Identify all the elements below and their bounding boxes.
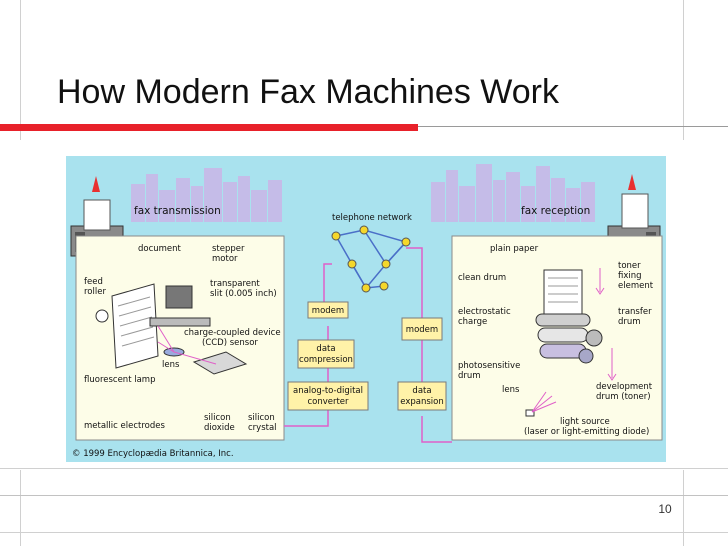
- development-drum-label-1: development: [596, 382, 653, 392]
- fluorescent-lamp-label: fluorescent lamp: [84, 375, 155, 385]
- toner-label-3: element: [618, 281, 654, 291]
- feed-label: feed: [84, 277, 103, 287]
- development-drum-label-2: drum (toner): [596, 392, 651, 402]
- toner-label-1: toner: [618, 261, 641, 271]
- modem-left-box: [307, 301, 349, 319]
- lens-label-right: lens: [502, 385, 520, 395]
- grid-line: [20, 0, 21, 140]
- network-nodes: [331, 225, 411, 293]
- metallic-electrodes-label: metallic electrodes: [84, 421, 165, 431]
- skyline-left: [131, 168, 282, 222]
- data-compression-box: [297, 339, 355, 369]
- scanner-mechanism: [95, 283, 248, 375]
- stepper-label: stepper: [212, 244, 245, 254]
- skyline-right: [431, 164, 595, 222]
- ccd-label-1: charge-coupled device: [184, 328, 281, 338]
- electrostatic-label-2: charge: [458, 317, 487, 327]
- analog-to-digital-box: [287, 381, 369, 411]
- transfer-drum-label-1: transfer: [618, 307, 652, 317]
- toner-label-2: fixing: [618, 271, 642, 281]
- data-expansion-label-1: data: [412, 386, 431, 396]
- fax-reception-label: fax reception: [521, 205, 590, 217]
- adc-label-2: converter: [307, 397, 349, 407]
- document-label: document: [138, 244, 182, 254]
- motor-label: motor: [212, 254, 238, 264]
- lens-label-left: lens: [162, 360, 180, 370]
- fax-diagram-svg: fax transmission fax reception telephone…: [70, 164, 663, 459]
- electrostatic-label-1: electrostatic: [458, 307, 511, 317]
- footer-rule: [0, 495, 728, 496]
- copyright-notice: © 1999 Encyclopædia Britannica, Inc.: [72, 449, 234, 459]
- grid-line: [0, 468, 728, 469]
- silicon-dioxide-label-1: silicon: [204, 413, 231, 423]
- data-expansion-label-2: expansion: [400, 397, 443, 407]
- transparent-label: transparent: [210, 279, 260, 289]
- photosensitive-label-1: photosensitive: [458, 361, 520, 371]
- fax-diagram: fax transmission fax reception telephone…: [66, 156, 666, 462]
- data-expansion-box: [397, 381, 447, 411]
- slit-label: slit (0.005 inch): [210, 289, 277, 299]
- modem-left-label: modem: [312, 306, 344, 316]
- modem-right-label: modem: [406, 325, 438, 335]
- page-number: 10: [658, 502, 672, 516]
- fax-transmission-label: fax transmission: [134, 205, 221, 217]
- transfer-drum-label-2: drum: [618, 317, 641, 327]
- signal-flow-lines: [284, 247, 452, 443]
- plain-paper-label: plain paper: [490, 244, 539, 254]
- data-compression-label-2: compression: [299, 355, 353, 365]
- title-rule: [418, 126, 728, 127]
- data-compression-label-1: data: [316, 344, 335, 354]
- roller-label: roller: [84, 287, 106, 297]
- silicon-dioxide-label-2: dioxide: [204, 423, 235, 433]
- transmission-panel: [75, 235, 285, 441]
- grid-line: [683, 0, 684, 140]
- printer-mechanism: [525, 268, 617, 417]
- silicon-crystal-label-1: silicon: [248, 413, 275, 423]
- light-source-label-1: light source: [560, 417, 610, 427]
- telephone-network-label: telephone network: [332, 213, 412, 223]
- grid-line: [683, 470, 684, 546]
- silicon-crystal-label-2: crystal: [248, 423, 277, 433]
- adc-label-1: analog-to-digital: [293, 386, 363, 396]
- light-source-label-2: (laser or light-emitting diode): [524, 427, 649, 437]
- ccd-label-2: (CCD) sensor: [202, 338, 258, 348]
- clean-drum-label: clean drum: [458, 273, 506, 283]
- grid-line: [20, 470, 21, 546]
- telephone-network-graph: [335, 229, 408, 290]
- grid-line: [0, 532, 728, 533]
- slide-title: How Modern Fax Machines Work: [57, 73, 559, 111]
- title-rule-accent: [0, 124, 418, 131]
- photosensitive-label-2: drum: [458, 371, 481, 381]
- modem-right-box: [401, 317, 443, 341]
